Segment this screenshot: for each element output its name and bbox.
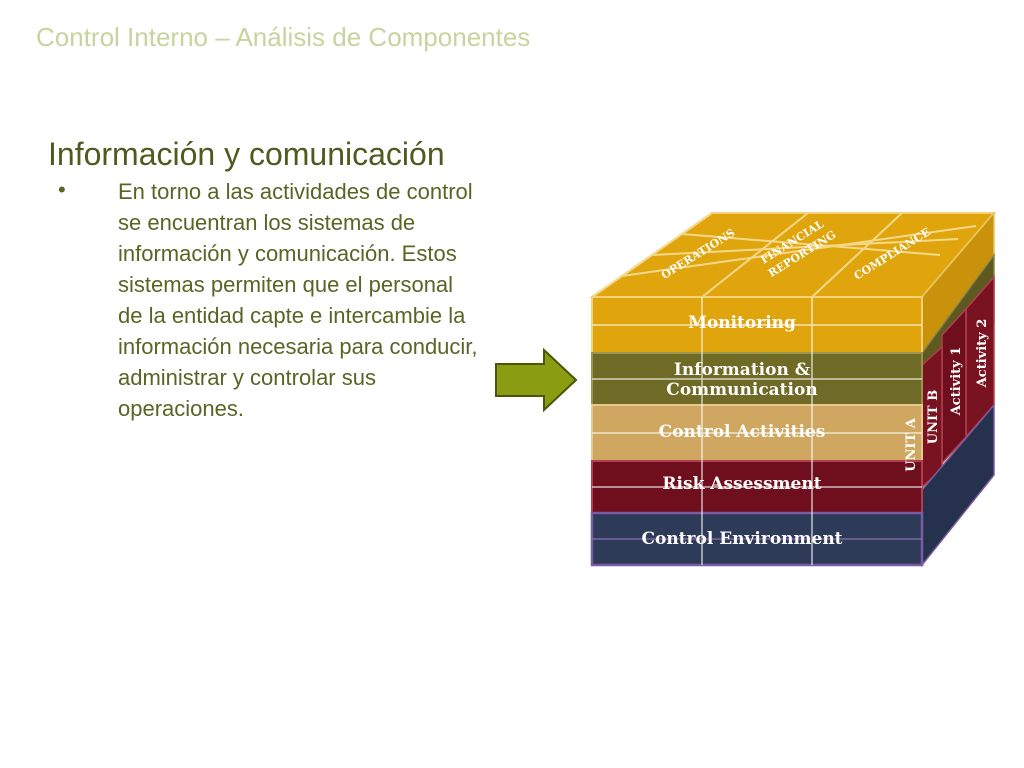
label-control-activities: Control Activities (659, 422, 826, 442)
label-unit-a: UNIT A (904, 417, 919, 472)
cube-top-grid (591, 212, 977, 298)
arrow-shape (495, 348, 578, 412)
label-information-1: Information & (674, 360, 811, 380)
bullet-text: En torno a las actividades de control se… (118, 179, 478, 421)
right-arrow-icon (495, 348, 578, 412)
coso-cube-diagram: OPERATIONS FINANCIAL REPORTING COMPLIANC… (588, 210, 997, 568)
label-activity-2: Activity 2 (975, 319, 990, 389)
label-information-2: Communication (666, 380, 817, 400)
cube-front-grid (592, 297, 922, 565)
label-risk-assessment: Risk Assessment (662, 474, 821, 494)
label-activity-1: Activity 1 (949, 347, 964, 417)
section-heading: Información y comunicación (48, 136, 445, 172)
label-monitoring: Monitoring (688, 313, 796, 333)
bullet-marker: • (58, 177, 66, 202)
label-unit-b: UNIT B (926, 390, 941, 445)
label-control-environment: Control Environment (641, 529, 842, 549)
slide-title: Control Interno – Análisis de Componente… (36, 22, 531, 52)
